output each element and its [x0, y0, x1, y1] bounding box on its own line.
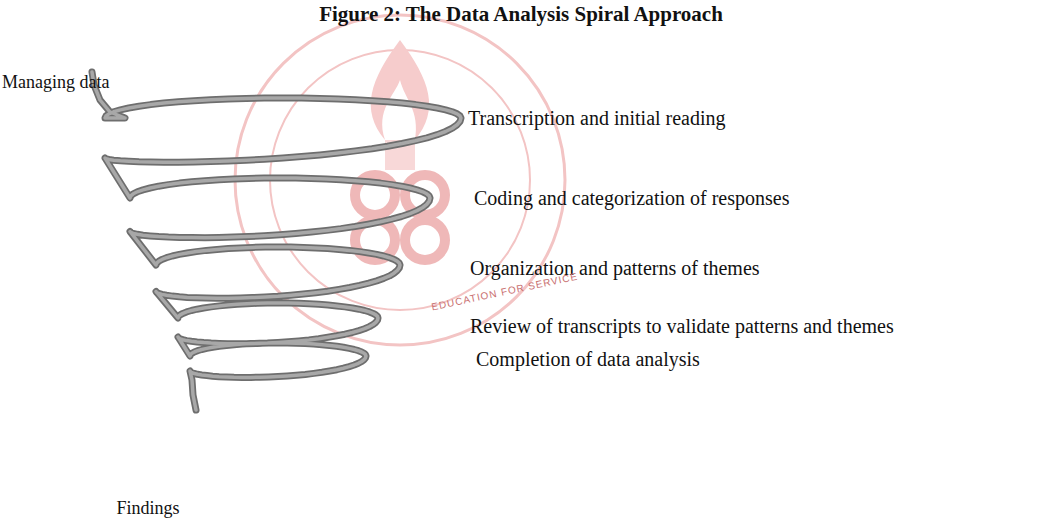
spiral-end-label: Findings: [116, 498, 179, 519]
logo-flame: [371, 40, 429, 140]
spiral-start-label: Managing data: [2, 72, 109, 93]
step-label: Organization and patterns of themes: [470, 257, 760, 280]
logo-loop: [405, 220, 445, 260]
spiral-tube: [92, 72, 461, 410]
step-label: Coding and categorization of responses: [474, 187, 789, 210]
spiral-outline: [92, 72, 461, 410]
step-label: Review of transcripts to validate patter…: [470, 315, 894, 338]
figure-title: Figure 2: The Data Analysis Spiral Appro…: [319, 2, 723, 26]
step-label: Transcription and initial reading: [468, 107, 726, 130]
step-label: Completion of data analysis: [476, 348, 700, 371]
